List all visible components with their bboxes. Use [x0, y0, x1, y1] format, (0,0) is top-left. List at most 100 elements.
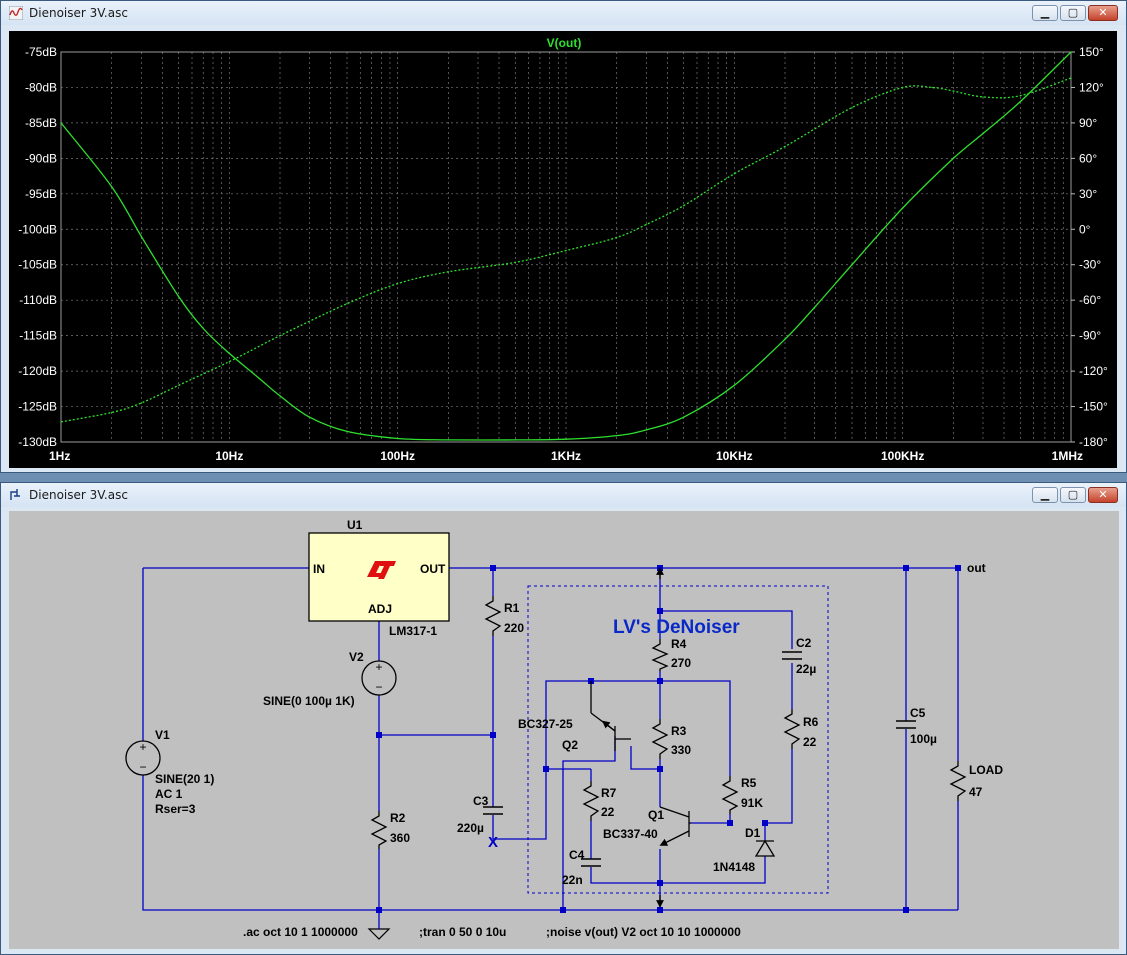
right-tick-label: -90° [1079, 329, 1101, 343]
minimize-icon: ▁ [1040, 6, 1050, 19]
bode-plot[interactable]: V(out) -75dB-80dB-85dB-90dB-95dB-100dB-1… [9, 31, 1117, 468]
v1-source[interactable]: + − V1 SINE(20 1) AC 1 Rser=3 [125, 728, 214, 816]
trace-label[interactable]: V(out) [547, 36, 582, 50]
plot-window: Dienoiser 3V.asc ▁ ▢ ✕ V(out) -75dB-80dB… [0, 0, 1127, 473]
wires [142, 567, 959, 911]
right-tick-label: 150° [1079, 45, 1104, 59]
r2-value: 360 [390, 831, 410, 845]
schematic-titlebar[interactable]: Dienoiser 3V.asc ▁ ▢ ✕ [1, 483, 1126, 507]
phase-data-point [784, 145, 786, 148]
r1-symbol[interactable] [484, 596, 502, 636]
c2-symbol[interactable] [782, 651, 802, 660]
r2-ref: R2 [390, 811, 406, 825]
maximize-button[interactable]: ▢ [1060, 5, 1086, 21]
c3-symbol[interactable] [483, 806, 503, 815]
left-tick-label: -100dB [18, 222, 57, 236]
phase-data-point [177, 384, 180, 387]
close-button[interactable]: ✕ [1088, 487, 1118, 503]
phase-data-point [565, 249, 567, 252]
v2-value: SINE(0 100µ 1K) [263, 694, 355, 708]
left-tick-label: -120dB [18, 364, 57, 378]
phase-data-point [1070, 77, 1072, 79]
lt-logo-icon [367, 561, 396, 579]
d1-part: 1N4148 [713, 860, 755, 874]
c5-symbol[interactable] [896, 720, 916, 729]
r3-symbol[interactable] [651, 719, 669, 759]
r6-symbol[interactable] [783, 709, 801, 749]
magnitude-data-point [202, 327, 205, 330]
close-button[interactable]: ✕ [1088, 5, 1118, 21]
left-tick-label: -125dB [18, 400, 57, 414]
phase-data-point [645, 223, 648, 226]
left-tick-label: -110dB [19, 293, 57, 307]
magnitude-data-point [140, 235, 143, 238]
magnitude-data-point [813, 306, 816, 309]
phase-data-point [901, 86, 904, 89]
plot-titlebar[interactable]: Dienoiser 3V.asc ▁ ▢ ✕ [1, 1, 1126, 25]
denoiser-label[interactable]: LV's DeNoiser [613, 617, 740, 638]
left-tick-label: -90dB [25, 151, 57, 165]
magnitude-data-point [901, 207, 904, 209]
load-symbol[interactable] [949, 761, 967, 801]
phase-data-point [60, 421, 62, 423]
left-tick-label: -115dB [19, 329, 57, 343]
denoiser-box [527, 585, 829, 894]
x-tick-label: 100KHz [881, 449, 924, 463]
c4-symbol[interactable] [581, 858, 601, 867]
directive-tran[interactable]: ;tran 0 50 0 10u [419, 925, 506, 939]
r4-ref: R4 [671, 637, 687, 651]
plus-icon: + [139, 740, 146, 754]
minimize-button[interactable]: ▁ [1032, 5, 1058, 21]
schematic-window: Dienoiser 3V.asc ▁ ▢ ✕ [0, 482, 1127, 955]
q1-ref: Q1 [648, 808, 664, 822]
magnitude-data-point [1019, 100, 1022, 103]
wire-c3-bottom [492, 680, 591, 840]
magnitude-data-point [177, 295, 180, 298]
directive-noise[interactable]: ;noise v(out) V2 oct 10 10 1000000 [546, 925, 741, 939]
right-tick-label: 120° [1079, 80, 1104, 94]
probe-marker[interactable]: X [488, 834, 498, 851]
c4-ref: C4 [569, 848, 585, 862]
close-icon: ✕ [1098, 488, 1108, 501]
r7-ref: R7 [601, 786, 617, 800]
magnitude-data-point [60, 122, 62, 124]
x-tick-label: 1KHz [551, 449, 581, 463]
phase-data-point [447, 271, 450, 273]
v2-source[interactable]: + − V2 SINE(0 100µ 1K) [263, 650, 397, 708]
left-tick-label: -80dB [25, 80, 57, 94]
directive-ac[interactable]: .ac oct 10 1 1000000 [243, 925, 358, 939]
schematic-canvas[interactable]: LV's DeNoiser U1 IN OUT ADJ LM317-1 + − … [9, 511, 1119, 949]
waveform-icon [9, 6, 23, 20]
q1-transistor[interactable] [659, 806, 691, 846]
maximize-icon: ▢ [1067, 488, 1079, 501]
minimize-button[interactable]: ▁ [1032, 487, 1058, 503]
magnitude-data-point [645, 429, 648, 431]
schematic-icon [10, 489, 20, 500]
maximize-button[interactable]: ▢ [1060, 487, 1086, 503]
magnitude-data-point [784, 338, 786, 340]
u1-regulator[interactable]: U1 IN OUT ADJ LM317-1 [308, 518, 450, 638]
q2-transistor[interactable] [590, 681, 631, 751]
r3-value: 330 [671, 743, 691, 757]
wire-c4-bottom [590, 856, 766, 884]
c4-value: 22n [562, 873, 583, 887]
r5-value: 91K [741, 796, 763, 810]
magnitude-data-point [565, 438, 567, 440]
x-tick-label: 1MHz [1052, 449, 1083, 463]
c2-value: 22µ [796, 662, 816, 676]
right-tick-label: 0° [1079, 222, 1091, 236]
magnitude-data-point [228, 352, 231, 355]
r4-symbol[interactable] [651, 639, 669, 671]
magnitude-data-point [733, 384, 736, 387]
c2-ref: C2 [796, 636, 812, 650]
minimize-icon: ▁ [1040, 488, 1050, 501]
wire-q2-node [630, 746, 660, 770]
r7-symbol[interactable] [582, 781, 600, 821]
magnitude-data-point [279, 395, 281, 397]
phase-data-point [982, 96, 984, 98]
u1-in-pin: IN [313, 562, 325, 576]
r2-symbol[interactable] [370, 811, 388, 849]
magnitude-data-point [308, 416, 311, 418]
d1-diode[interactable] [754, 839, 776, 857]
r5-symbol[interactable] [721, 776, 739, 814]
